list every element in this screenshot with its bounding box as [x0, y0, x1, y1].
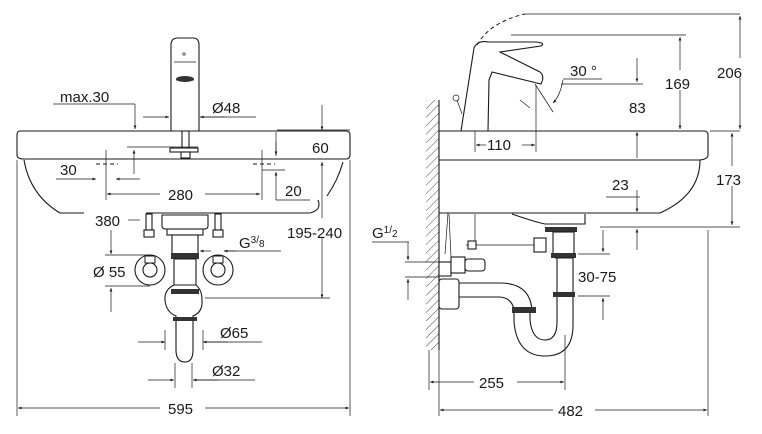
dim-max-depth: max.30 — [60, 89, 109, 106]
dim-connector-thread: G3/8 — [239, 235, 265, 252]
basin-side — [438, 130, 709, 225]
dim-bowl-offset: 23 — [612, 177, 629, 194]
dim-supply-thread: G1/2 — [372, 225, 398, 242]
front-view: max.30 Ø48 60 30 280 20 380 Ø 55 — [16, 37, 358, 418]
dim-faucet-diameter: Ø48 — [212, 100, 240, 117]
faucet-side — [452, 13, 554, 132]
dim-spout-reach: 110 — [487, 137, 511, 154]
dim-spout-height: 169 — [665, 76, 690, 93]
trap-front — [161, 214, 209, 388]
dim-trap-height: 195-240 — [287, 225, 342, 242]
side-view: 206 169 83 30 ° 110 23 173 30-75 — [372, 13, 752, 420]
wall-hatch — [426, 100, 439, 350]
front-dimensions: max.30 Ø48 60 30 280 20 380 Ø 55 — [16, 89, 358, 418]
dim-trap-projection: 255 — [479, 375, 504, 392]
dim-width: 595 — [168, 401, 193, 418]
dim-tap-hole-spacing: 280 — [168, 187, 193, 204]
dim-wall-mount-height: 380 — [95, 213, 120, 230]
dim-drain-adjust: 30-75 — [578, 269, 616, 286]
faucet-front — [170, 37, 200, 131]
dim-lever-angle: 30 ° — [570, 63, 597, 80]
dim-basin-height: 173 — [716, 172, 741, 189]
dim-total-height: 206 — [717, 65, 742, 82]
dim-tap-hole-drop: 20 — [285, 183, 302, 200]
basin-front — [16, 130, 351, 214]
dim-rim-height: 60 — [312, 140, 329, 157]
supply-front — [134, 213, 234, 286]
dim-drain-diameter: Ø32 — [212, 363, 240, 380]
side-dimensions: 206 169 83 30 ° 110 23 173 30-75 — [372, 13, 752, 420]
dim-tap-hole-offset: 30 — [60, 162, 77, 179]
dim-trap-diameter: Ø65 — [220, 325, 248, 342]
dim-spout-clearance: 83 — [629, 100, 646, 117]
dim-rosette-diameter: Ø 55 — [93, 264, 126, 281]
trap-side — [405, 212, 577, 357]
dim-depth: 482 — [558, 403, 583, 420]
